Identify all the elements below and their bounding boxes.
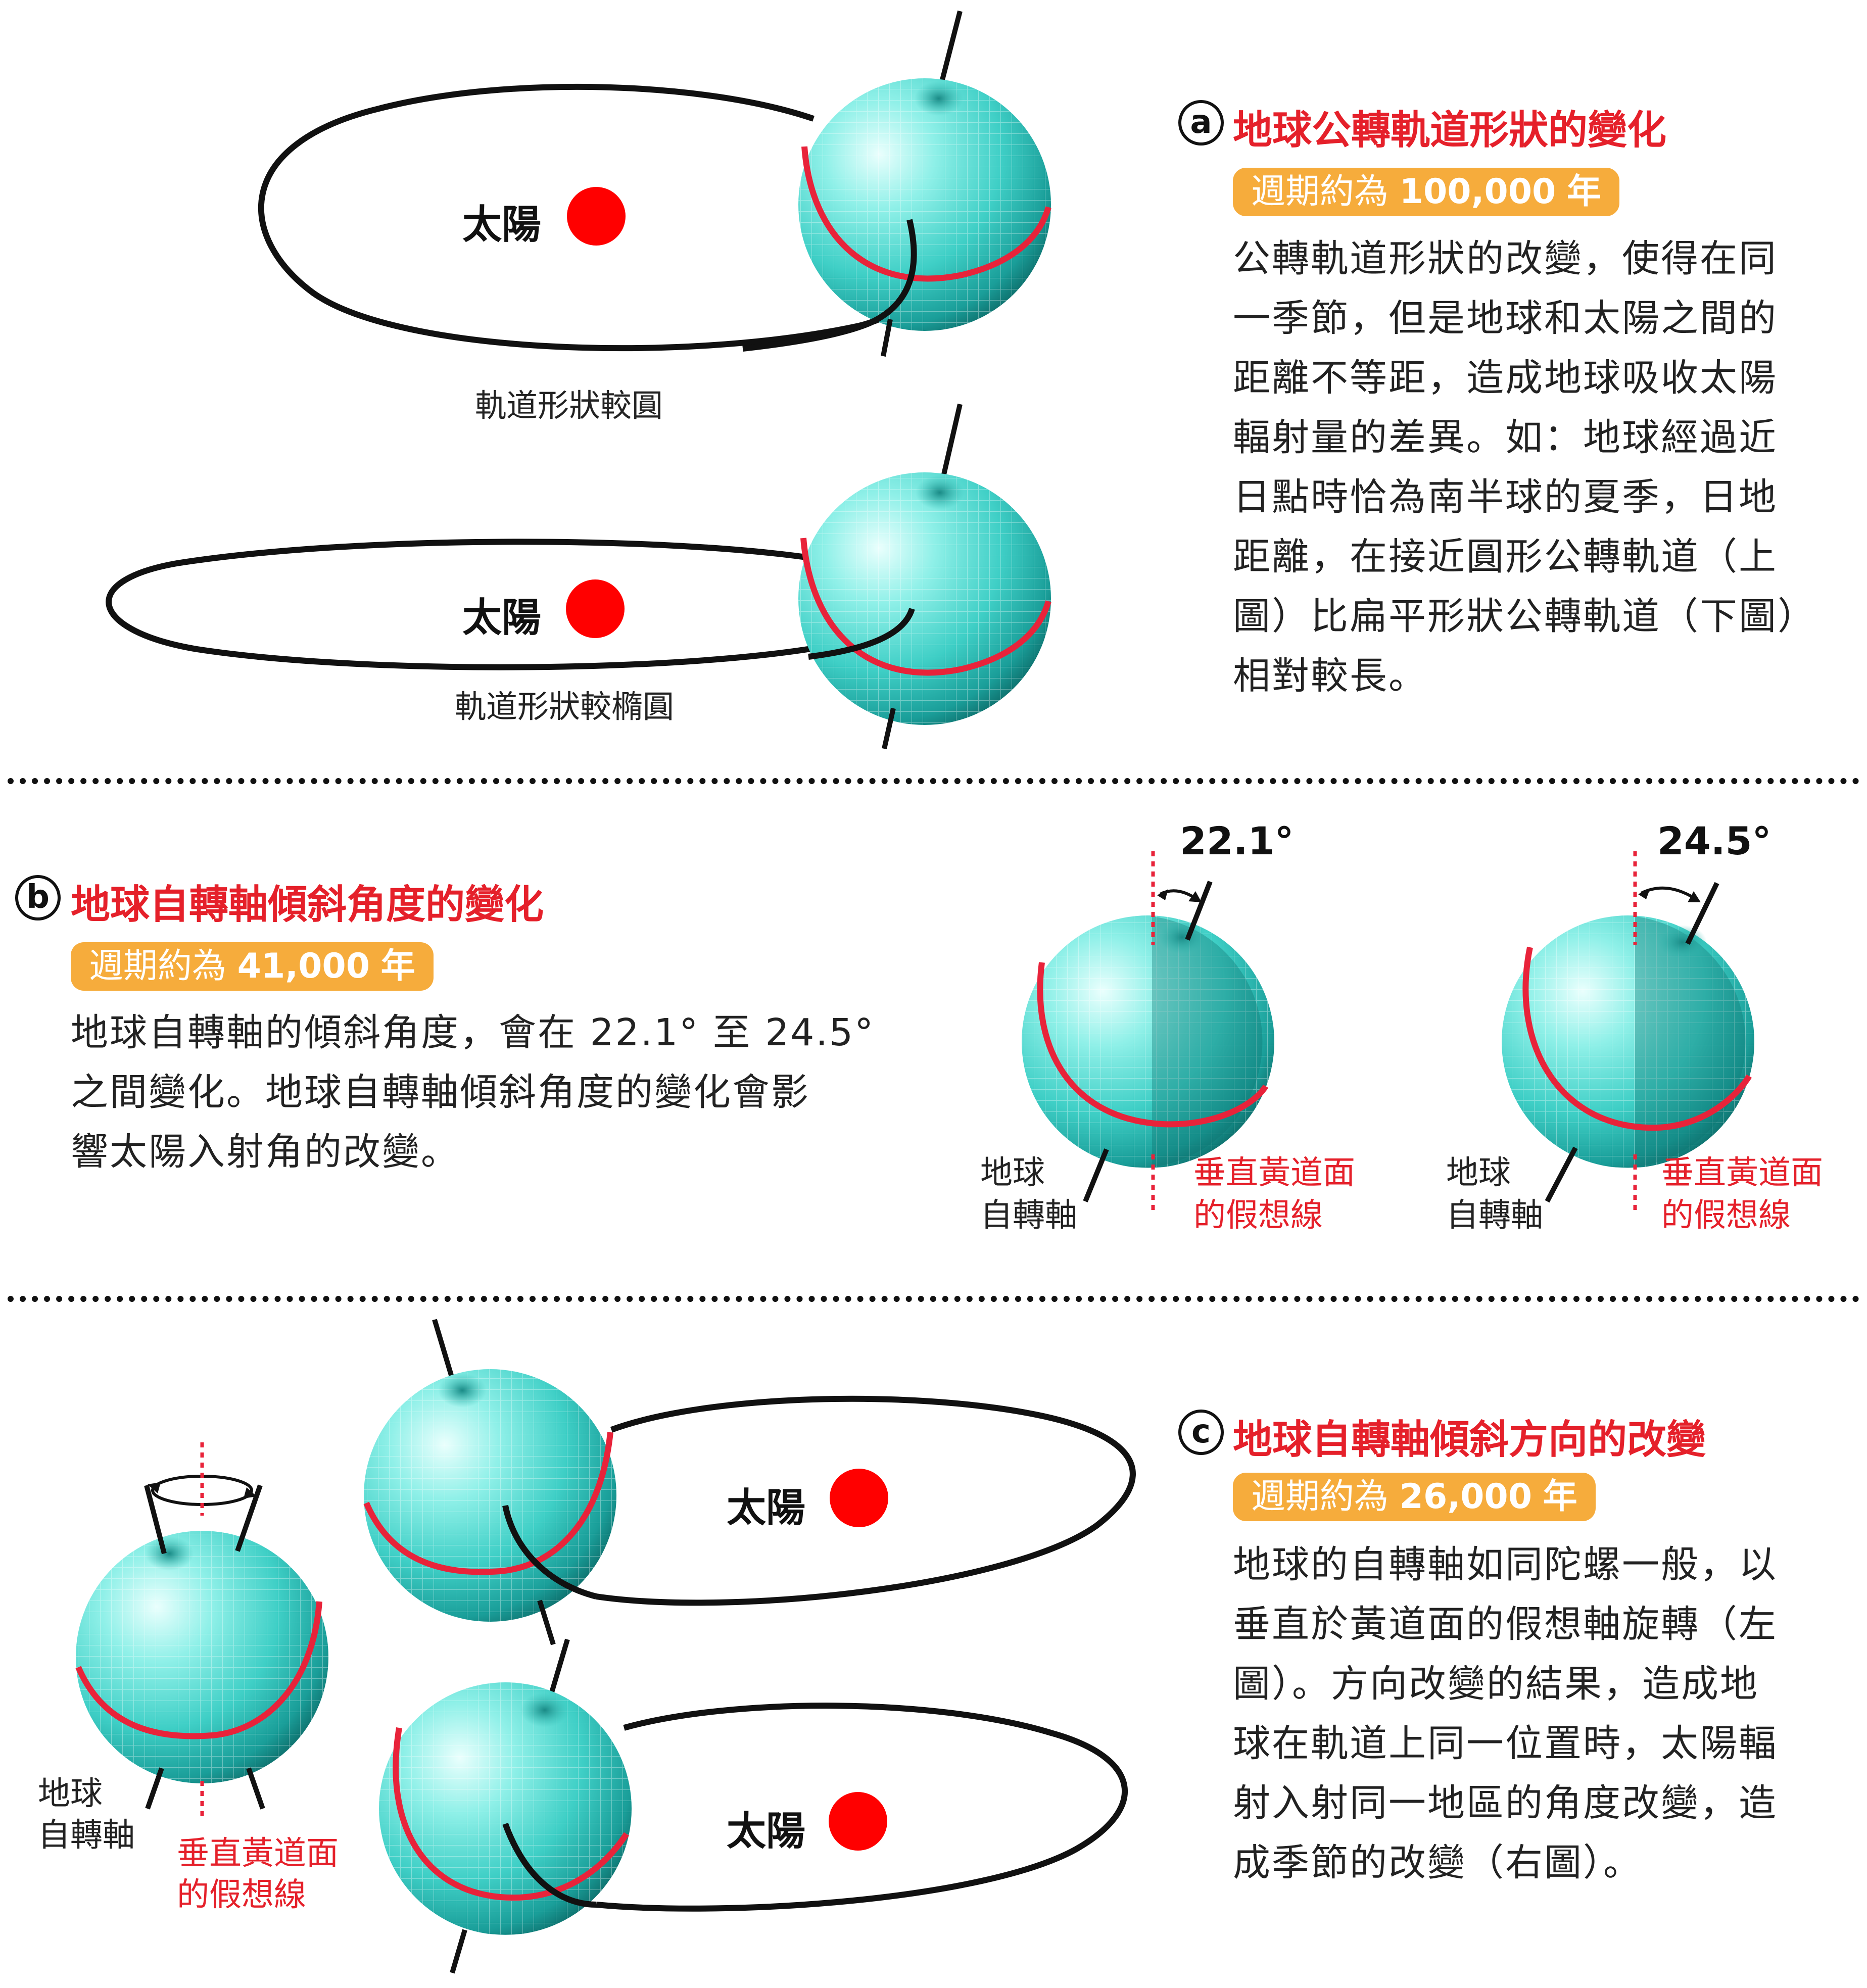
earth-globe-icon — [1022, 915, 1274, 1168]
sun-icon — [567, 187, 626, 246]
earth-globe-icon — [379, 1682, 632, 1935]
precession-globe — [75, 1442, 328, 1819]
sun-icon — [829, 1792, 887, 1851]
axis-label: 地球 自轉軸 — [38, 1775, 135, 1854]
section-body: 地球的自轉軸如同陀螺一般，以 垂直於黃道面的假想軸旋轉（左 圖）。方向改變的結果… — [1233, 1543, 1778, 1884]
section-title: 地球自轉軸傾斜角度的變化 — [71, 882, 544, 928]
earth-axis-top — [144, 1484, 167, 1555]
earth-axis-bottom — [246, 1767, 265, 1810]
earth-axis-top — [1185, 881, 1213, 941]
earth-axis-bottom — [1545, 1146, 1578, 1203]
precession-orbit-top — [363, 1319, 1136, 1645]
section-body: 地球自轉軸的傾斜角度，會在 22.1° 至 24.5° 之間變化。地球自轉軸傾斜… — [71, 1011, 875, 1174]
tilt-globe-left — [1022, 851, 1274, 1213]
tilt-globe-right — [1502, 851, 1754, 1213]
section-marker-c: c — [1178, 1410, 1224, 1455]
section-marker-a: a — [1178, 100, 1224, 146]
tilt-angle-label: 22.1° — [1180, 818, 1294, 863]
sun-label: 太陽 — [462, 595, 542, 641]
section-title: 地球公轉軌道形狀的變化 — [1233, 108, 1667, 153]
plane-label: 垂直黃道面 的假想線 — [177, 1835, 339, 1914]
earth-axis-bottom — [145, 1767, 164, 1810]
section-body: 公轉軌道形狀的改變，使得在同 一季節，但是地球和太陽之間的 距離不等距，造成地球… — [1233, 237, 1816, 698]
angle-arc-icon — [1640, 886, 1699, 902]
precession-orbit-bottom — [379, 1638, 1128, 1974]
sun-icon — [830, 1469, 888, 1527]
sun-label: 太陽 — [462, 202, 542, 248]
earth-axis-bottom — [537, 1599, 556, 1645]
sun-label: 太陽 — [727, 1485, 806, 1531]
orbit-bottom-back — [596, 1703, 1128, 1912]
earth-globe-icon — [363, 1369, 616, 1622]
orbit-ellipse-front — [808, 608, 915, 660]
plane-label: 垂直黃道面 的假想線 — [1661, 1154, 1823, 1234]
section-marker-b: b — [15, 875, 61, 920]
orbit-top-back — [596, 1395, 1136, 1606]
sun-label: 太陽 — [727, 1809, 806, 1854]
orbit-top-front — [502, 1505, 597, 1599]
plane-label: 垂直黃道面 的假想線 — [1193, 1154, 1355, 1234]
period-badge: 週期約為 26,000 年 — [1233, 1473, 1596, 1521]
section-divider — [8, 1296, 1859, 1302]
earth-globe-icon — [798, 78, 1051, 331]
earth-axis-top — [235, 1484, 263, 1552]
earth-axis-bottom — [882, 707, 896, 750]
period-badge: 週期約為 41,000 年 — [71, 942, 434, 991]
earth-globe-icon — [75, 1531, 328, 1783]
earth-globe-icon — [1502, 915, 1754, 1168]
earth-axis-bottom — [1083, 1148, 1109, 1202]
earth-axis-bottom — [450, 1929, 467, 1974]
earth-axis-top — [1685, 882, 1719, 945]
orbit-caption: 軌道形狀較圓 — [475, 387, 663, 424]
axis-label: 地球 自轉軸 — [1446, 1154, 1543, 1234]
orbit-round-group — [258, 10, 1051, 357]
orbit-round-front — [742, 219, 917, 352]
earth-axis-top — [938, 403, 963, 489]
section-divider — [8, 778, 1859, 784]
earth-axis-bottom — [881, 319, 893, 357]
earth-globe-icon — [798, 472, 1051, 725]
orbit-ellipse-group — [106, 403, 1051, 750]
section-title: 地球自轉軸傾斜方向的改變 — [1233, 1417, 1706, 1463]
tilt-angle-label: 24.5° — [1657, 818, 1772, 863]
axis-label: 地球 自轉軸 — [980, 1154, 1077, 1234]
sun-icon — [566, 579, 625, 638]
rotation-arrow-icon — [151, 1475, 253, 1506]
period-badge: 週期約為 100,000 年 — [1233, 168, 1619, 216]
orbit-caption: 軌道形狀較橢圓 — [455, 688, 675, 725]
orbit-bottom-front — [502, 1822, 597, 1908]
